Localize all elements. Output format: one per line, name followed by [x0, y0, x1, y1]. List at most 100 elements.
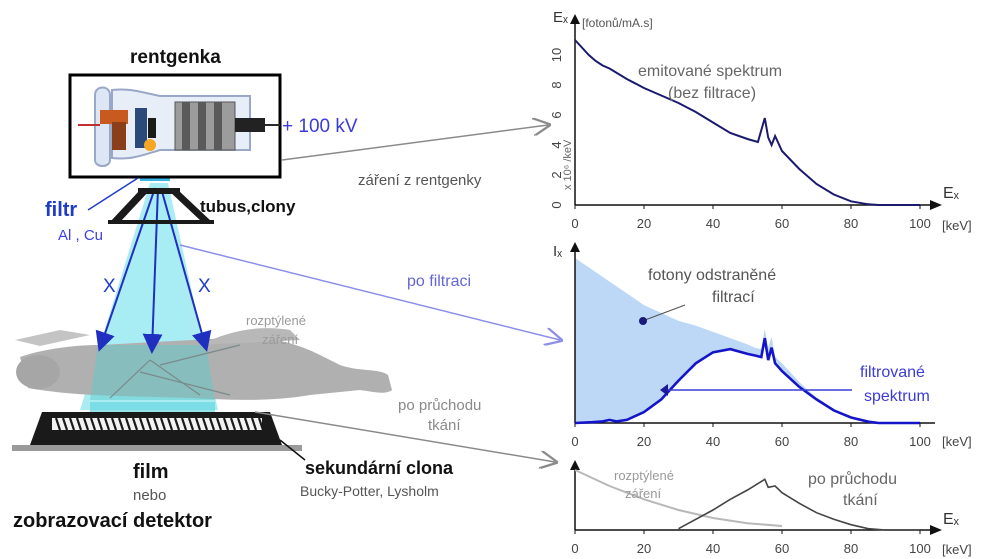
- grid-hatch-line: [222, 417, 230, 431]
- chart1-y-arrowhead: [570, 14, 580, 24]
- tissue-label-2: tkání: [428, 417, 461, 434]
- chart3-scatter-label-1: rozptýlené: [614, 468, 674, 483]
- grid-hatch-line: [250, 417, 258, 431]
- beam-label-left: X: [103, 276, 116, 297]
- chart3-xunit: [keV]: [942, 542, 972, 557]
- chart2-removed-area: [575, 258, 920, 423]
- chart1-ytick-label: 4: [549, 141, 564, 148]
- ray-right: [160, 187, 212, 352]
- grid-hatch-line: [138, 417, 146, 431]
- grid-hatch-line: [236, 417, 244, 431]
- chart2-filtered-label-2: spektrum: [864, 388, 930, 405]
- chart3-tissue-line: [678, 478, 920, 531]
- grid-hatch-line: [82, 417, 90, 431]
- chart1-title-line2: (bez filtrace): [668, 85, 756, 102]
- chart2-removed-pointer: [644, 304, 686, 321]
- grid-pointer: [279, 439, 306, 461]
- chart1-ytick-label: 2: [549, 171, 564, 178]
- grid-hatch-line: [131, 417, 139, 431]
- grid-hatch-line: [166, 417, 174, 431]
- grid-hatch-line: [68, 417, 76, 431]
- chart1-xtick-label: 80: [844, 216, 858, 231]
- xray-tube: [68, 73, 282, 179]
- chart1-xtick-label: 100: [909, 216, 931, 231]
- chart1-x-arrowhead: [930, 200, 942, 210]
- grid-hatch-line: [61, 417, 69, 431]
- grid-hatch-line: [124, 417, 132, 431]
- chart1-title-line1: emitované spektrum: [638, 63, 782, 80]
- chart3-tissue-label-1: po průchodu: [808, 470, 897, 488]
- arrow-through-tissue: [254, 411, 555, 462]
- filter-materials: Al , Cu: [58, 227, 103, 244]
- chart3-xtick-label: 20: [637, 541, 651, 556]
- chart3-xtick-label: 0: [571, 541, 578, 556]
- arrow-after-filter: [179, 244, 560, 340]
- chart3-xtick-label: 60: [775, 541, 789, 556]
- detector-cassette: [12, 412, 302, 451]
- chart1-yunit: [fotonů/mA.s]: [582, 16, 653, 30]
- chart2-y-arrowhead: [570, 242, 580, 252]
- grid-hatch-line: [215, 417, 223, 431]
- chart2-xtick-label: 60: [775, 434, 789, 449]
- chart1-xtick-label: 40: [706, 216, 720, 231]
- chart2-xunit: [keV]: [942, 434, 972, 449]
- grid-hatch-line: [54, 417, 62, 431]
- tubus-label: tubus,clony: [200, 197, 296, 216]
- chart1-ytick-label: 10: [549, 48, 564, 62]
- scatter-label-1: rozptýlené: [246, 313, 306, 328]
- grid-hatch-line: [152, 417, 160, 431]
- chart1-xunit: [keV]: [942, 218, 972, 233]
- chart3-xlabel: Eₓ: [943, 511, 960, 528]
- grid-hatch-line: [159, 417, 167, 431]
- chart2-removed-label-2: filtrací: [712, 289, 755, 306]
- nebo-label: nebo: [133, 487, 166, 504]
- scatter-label-2: záření: [262, 332, 299, 347]
- detector-label: zobrazovací detektor: [13, 510, 212, 532]
- chart2-filtered-arrowhead: [660, 384, 668, 396]
- chart1-xtick-label: 60: [775, 216, 789, 231]
- chart2-xtick-label: 0: [571, 434, 578, 449]
- grid-label: sekundární clona: [305, 458, 454, 478]
- tube-title: rentgenka: [130, 47, 221, 68]
- ray-left: [95, 187, 156, 352]
- grid-hatch-line: [117, 417, 125, 431]
- chart1-xlabel: Eₓ: [943, 185, 960, 202]
- after-filter-label: po filtraci: [407, 273, 471, 290]
- chart3-xtick-label: 100: [909, 541, 931, 556]
- tissue-label-1: po průchodu: [398, 397, 481, 414]
- chart2-xtick-label: 20: [637, 434, 651, 449]
- grid-hatch-line: [187, 417, 195, 431]
- chart1-yscale: x 10⁶ /keV: [562, 139, 574, 190]
- beam-label-right: X: [198, 276, 211, 297]
- grid-hatch-line: [243, 417, 251, 431]
- chart1-xtick-label: 0: [571, 216, 578, 231]
- chart1-ytick-label: 8: [549, 81, 564, 88]
- chart3-xtick-label: 40: [706, 541, 720, 556]
- filter-pointer: [87, 177, 139, 211]
- chart2-removed-label-1: fotony odstraněné: [648, 267, 776, 284]
- grid-hatch-line: [208, 417, 216, 431]
- chart2-xtick-label: 40: [706, 434, 720, 449]
- filter-label: filtr: [45, 199, 77, 221]
- chart1-ytick-label: 0: [549, 201, 564, 208]
- chart2-filtered-line: [574, 337, 920, 425]
- grid-hatch-line: [257, 417, 265, 431]
- chart3-scatter-label-2: záření: [625, 486, 662, 501]
- collimator: [108, 188, 214, 224]
- ray-center: [142, 187, 163, 354]
- grid-hatch-line: [96, 417, 104, 431]
- chart2-removed-dot: [639, 317, 647, 325]
- chart2-filtered-label-1: filtrované: [860, 364, 925, 381]
- grid-hatch-line: [180, 417, 188, 431]
- film-label: film: [133, 461, 169, 483]
- voltage-label: + 100 kV: [282, 116, 358, 137]
- scatter-rays: [109, 344, 241, 399]
- arrow-from-tube: [281, 125, 548, 161]
- chart2-xtick-label: 80: [844, 434, 858, 449]
- chart1-spectrum-line: [574, 39, 920, 206]
- chart2-ylabel: Iₓ: [553, 243, 562, 260]
- grid-hatch-line: [229, 417, 237, 431]
